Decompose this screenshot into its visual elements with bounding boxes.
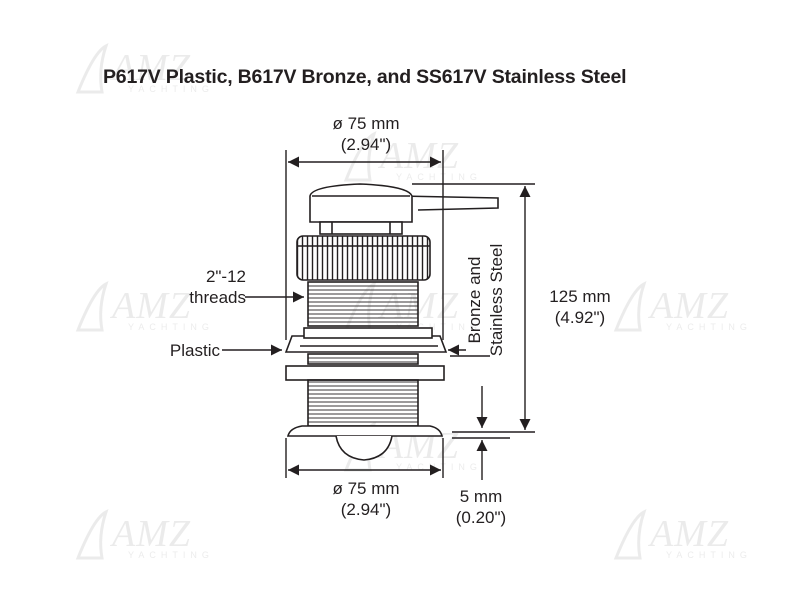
watermark-brand: AMZ <box>380 135 459 177</box>
bottom-diameter-imperial: (2.94") <box>340 500 392 519</box>
watermark-logo: AMZ YACHTING <box>72 280 222 336</box>
protrusion-metric: 5 mm <box>459 487 503 506</box>
bottom-diameter-label: ø 75 mm (2.94") <box>312 478 420 520</box>
watermark-sub: YACHTING <box>666 550 752 560</box>
watermark-brand: AMZ <box>112 513 191 555</box>
overall-height-metric: 125 mm <box>549 287 611 306</box>
sail-icon <box>75 281 109 332</box>
watermark-sub: YACHTING <box>396 322 482 332</box>
lower-thread <box>307 379 419 427</box>
watermark-sub: YACHTING <box>666 322 752 332</box>
diagram-title: P617V Plastic, B617V Bronze, and SS617V … <box>103 66 627 88</box>
plastic-label: Plastic <box>169 341 220 360</box>
protrusion-label: 5 mm (0.20") <box>436 486 526 528</box>
retaining-ring <box>285 365 445 381</box>
bronze-stainless-label: Bronze and Stainless Steel <box>464 190 512 410</box>
watermark-sub: YACHTING <box>128 84 214 94</box>
sail-icon <box>613 509 647 560</box>
upper-thread <box>307 281 419 327</box>
watermark-sub: YACHTING <box>396 172 482 182</box>
threads-label: 2"-12 threads <box>162 266 246 308</box>
sail-icon <box>75 43 109 94</box>
watermark-brand: AMZ <box>650 513 729 555</box>
cap-neck <box>319 221 403 235</box>
watermark-logo: AMZ YACHTING <box>72 508 222 564</box>
mid-thread <box>307 353 419 365</box>
sensor-dome <box>335 435 393 461</box>
threads-line1: 2"-12 <box>205 267 246 286</box>
overall-height-imperial: (4.92") <box>554 308 606 327</box>
top-diameter-imperial: (2.94") <box>340 135 392 154</box>
watermark-logo: AMZ YACHTING <box>610 508 760 564</box>
overall-height-label: 125 mm (4.92") <box>534 286 626 328</box>
watermark-sub: YACHTING <box>128 550 214 560</box>
bronze-stainless-line2: Stainless Steel <box>487 243 506 357</box>
watermark-brand: AMZ <box>650 285 729 327</box>
watermark-brand: AMZ <box>112 47 191 89</box>
watermark-sub: YACHTING <box>128 322 214 332</box>
top-diameter-metric: ø 75 mm <box>332 114 400 133</box>
hull-flange <box>286 425 444 437</box>
cable <box>399 195 499 211</box>
protrusion-imperial: (0.20") <box>455 508 507 527</box>
watermark-logo: AMZ YACHTING <box>610 280 760 336</box>
threads-line2: threads <box>189 288 246 307</box>
top-diameter-label: ø 75 mm (2.94") <box>312 113 420 155</box>
bronze-stainless-line1: Bronze and <box>465 256 484 344</box>
sail-icon <box>75 509 109 560</box>
bottom-diameter-metric: ø 75 mm <box>332 479 400 498</box>
knurled-nut <box>296 235 431 281</box>
watermark-logo: AMZ YACHTING <box>72 42 222 98</box>
transducer-cap <box>309 183 413 223</box>
watermark-brand: AMZ <box>112 285 191 327</box>
sail-icon <box>613 281 647 332</box>
plastic-flange <box>284 335 448 353</box>
